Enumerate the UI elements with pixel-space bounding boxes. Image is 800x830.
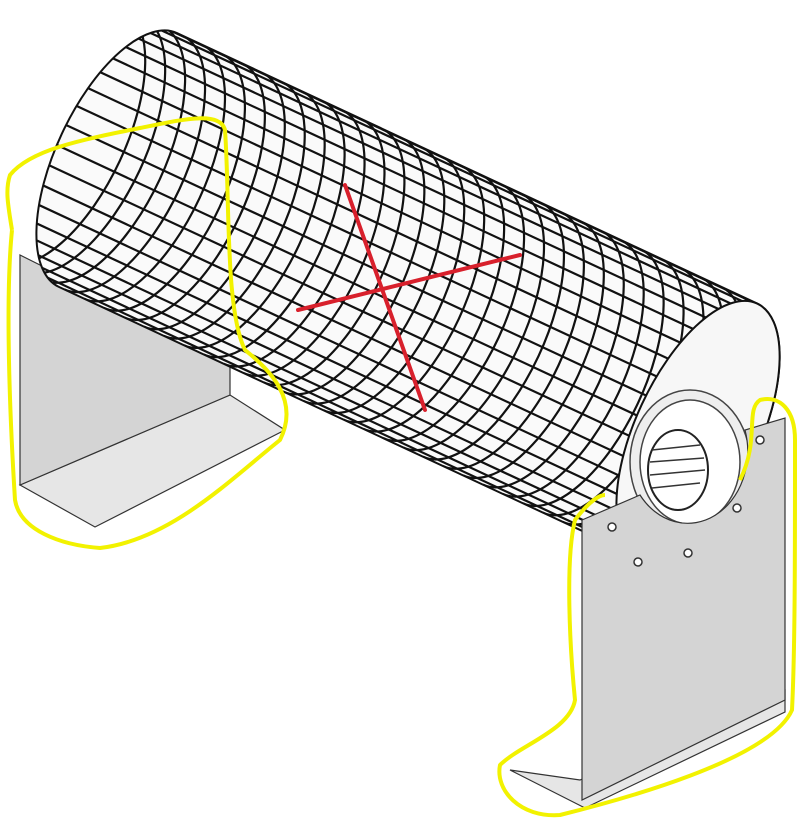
mesh-ring	[303, 146, 446, 405]
mesh-ring	[362, 174, 506, 433]
mesh-longitudinal-wire	[76, 81, 776, 410]
mesh-longitudinal-wire	[108, 12, 800, 341]
mesh-ring	[482, 229, 625, 489]
mesh-ring	[183, 90, 326, 349]
right-bracket-highlight	[497, 397, 797, 818]
bolt-holes	[607, 435, 765, 567]
mesh-longitudinal-wire	[2, 247, 699, 575]
mesh-ring	[283, 136, 426, 396]
mesh-longitudinal-wire	[2, 253, 696, 581]
right-bracket-plate	[581, 417, 786, 801]
mesh-longitudinal-wire	[8, 226, 708, 555]
left-bracket-highlight	[5, 116, 289, 550]
right-bracket-base	[509, 689, 786, 809]
mesh-ring	[422, 202, 566, 461]
mesh-ring	[462, 220, 605, 480]
mesh-longitudinal-wire	[22, 196, 722, 525]
mesh-ring	[203, 99, 346, 359]
mesh-ring	[342, 164, 486, 424]
cross-out-mark	[296, 183, 522, 412]
mesh-ring	[43, 25, 187, 284]
mesh-ring	[442, 211, 585, 470]
mesh-longitudinal-wire	[98, 33, 798, 362]
mesh-ring	[323, 155, 466, 415]
mesh-longitudinal-wire	[48, 140, 748, 468]
mesh-drum	[2, 6, 800, 581]
mesh-ring	[402, 192, 546, 452]
mesh-ring	[103, 53, 247, 312]
mesh-longitudinal-wire	[104, 21, 800, 350]
mesh-longitudinal-wire	[39, 160, 739, 488]
mesh-longitudinal-wire	[15, 212, 715, 541]
mesh-ring	[382, 183, 526, 442]
mesh-longitudinal-wire	[113, 6, 800, 331]
mesh-ring	[143, 71, 286, 331]
mesh-longitudinal-wire	[92, 47, 791, 376]
mesh-ring	[243, 118, 386, 377]
mesh-longitudinal-wire	[67, 100, 767, 429]
mesh-ring	[502, 239, 645, 498]
right-mounting-bracket	[509, 417, 786, 809]
outlet-ring	[629, 389, 751, 535]
mesh-longitudinal-wire	[30, 178, 730, 507]
mesh-longitudinal-wire	[111, 6, 800, 334]
mesh-ring	[522, 248, 665, 508]
